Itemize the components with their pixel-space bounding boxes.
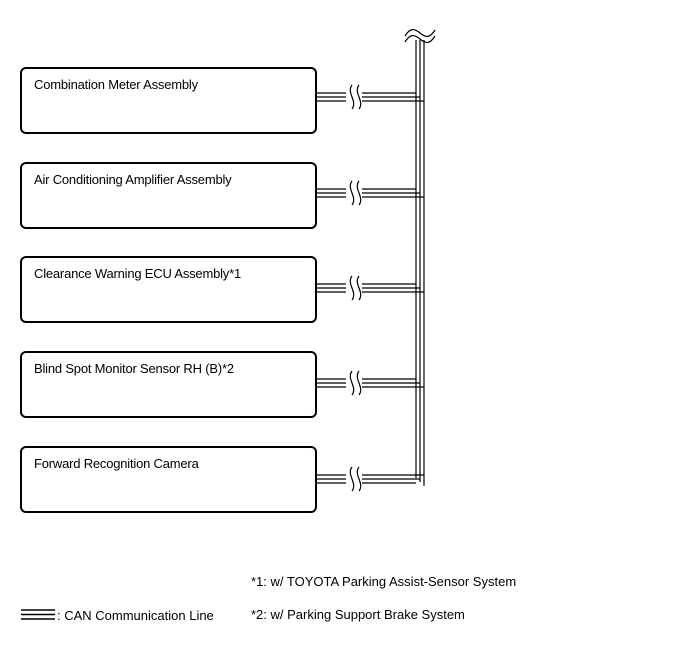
clearance-warning-ecu-assembly-box: Clearance Warning ECU Assembly*1 <box>20 256 317 323</box>
branch-break-mark <box>349 466 355 492</box>
bus-break-mark <box>404 29 436 37</box>
branch-break-mark <box>349 84 355 110</box>
branch-break-mark <box>356 370 362 396</box>
ecu-label: Clearance Warning ECU Assembly*1 <box>34 266 241 281</box>
can-line-legend-icon <box>21 609 55 620</box>
ecu-label: Blind Spot Monitor Sensor RH (B)*2 <box>34 361 234 376</box>
branch-break-mark <box>356 180 362 206</box>
forward-recognition-camera-box: Forward Recognition Camera <box>20 446 317 513</box>
air-conditioning-amplifier-assembly-box: Air Conditioning Amplifier Assembly <box>20 162 317 229</box>
branch-break-mark <box>356 84 362 110</box>
legend-label: : CAN Communication Line <box>57 608 214 623</box>
blind-spot-monitor-sensor-box: Blind Spot Monitor Sensor RH (B)*2 <box>20 351 317 418</box>
branch-break-mark <box>349 275 355 301</box>
bus-break-mark <box>404 35 436 43</box>
branch-break-mark <box>349 180 355 206</box>
branch-break-mark <box>356 466 362 492</box>
branch-break-mark <box>349 370 355 396</box>
combination-meter-assembly-box: Combination Meter Assembly <box>20 67 317 134</box>
footnote-1: *1: w/ TOYOTA Parking Assist-Sensor Syst… <box>251 574 517 589</box>
ecu-label: Air Conditioning Amplifier Assembly <box>34 172 232 187</box>
ecu-label: Combination Meter Assembly <box>34 77 198 92</box>
footnote-2: *2: w/ Parking Support Brake System <box>251 607 465 622</box>
branch-break-mark <box>356 275 362 301</box>
ecu-label: Forward Recognition Camera <box>34 456 199 471</box>
